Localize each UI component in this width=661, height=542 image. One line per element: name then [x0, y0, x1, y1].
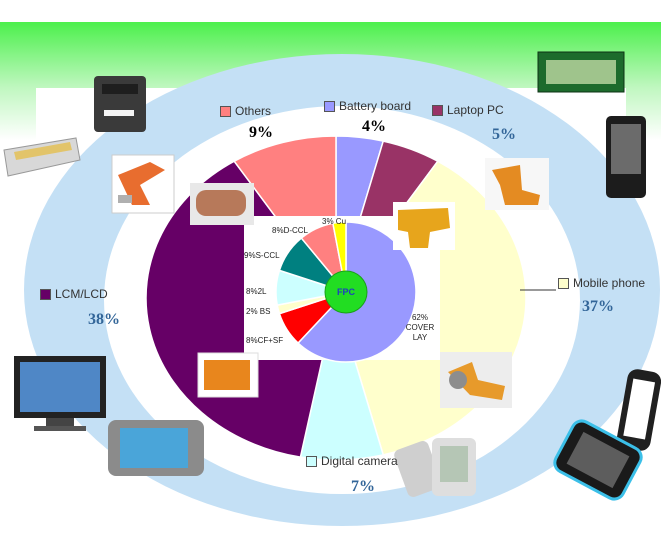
inner-pie-label-s-ccl: 9%S-CCL	[244, 251, 280, 260]
pct-laptop-pc: 5%	[492, 126, 516, 143]
inner-pie-center	[324, 270, 368, 314]
legend-swatch-others	[220, 105, 231, 117]
inner-pie-label-2l: 8%2L	[246, 287, 267, 296]
pct-digital-camera: 7%	[351, 478, 375, 495]
pct-others: 9%	[249, 124, 273, 141]
inner-pie-label-bs: 2% BS	[246, 307, 270, 316]
legend-swatch-lcm-lcd	[40, 288, 51, 300]
battery-photo	[94, 76, 146, 132]
legend-laptop-pc: Laptop PC	[432, 103, 504, 117]
legend-swatch-laptop-pc	[432, 104, 443, 116]
legend-label-battery-board: Battery board	[339, 99, 412, 113]
flex-ribbon-photo	[190, 183, 254, 225]
legend-swatch-mobile-phone	[558, 277, 569, 289]
legend-label-lcm-lcd: LCM/LCD	[55, 287, 108, 301]
phone-flat-photo	[553, 419, 643, 501]
phone-tall-photo	[616, 369, 661, 451]
legend-mobile-phone: Mobile phone	[558, 276, 645, 290]
legend-swatch-digital-camera	[306, 455, 317, 467]
legend-others: Others	[220, 104, 271, 118]
smartphone-photo	[606, 116, 646, 198]
connector-strip-photo	[3, 137, 81, 177]
laptop-flex-photo	[485, 158, 549, 210]
inner-pie-center-label: FPC	[337, 287, 356, 297]
legend-label-laptop-pc: Laptop PC	[447, 103, 504, 117]
inner-pie-label-d-ccl: 8%D-CCL	[272, 226, 309, 235]
legend-label-others: Others	[235, 104, 272, 118]
flex-cable-photo-left	[111, 154, 175, 214]
pct-mobile-phone: 37%	[582, 298, 614, 315]
orange-flex-photo-left	[197, 352, 259, 398]
lcd-module-photo	[537, 51, 625, 93]
yellow-flex-photo	[393, 202, 455, 250]
legend-label-mobile-phone: Mobile phone	[573, 276, 646, 290]
pda-photo	[394, 438, 476, 497]
legend-battery-board: Battery board	[324, 99, 411, 113]
pct-lcm-lcd: 38%	[88, 311, 120, 328]
inner-pie-label-cf-sf: 8%CF+SF	[246, 336, 283, 345]
legend-lcm-lcd: LCM/LCD	[40, 287, 108, 301]
legend-swatch-battery-board	[324, 100, 335, 112]
inner-pie-label-cu: 3% Cu	[322, 217, 346, 226]
monitor-photo	[14, 356, 106, 431]
legend-label-digital-camera: Digital camera	[321, 454, 398, 468]
gps-device-photo	[108, 420, 204, 476]
legend-digital-camera: Digital camera	[306, 454, 398, 468]
camera-flex-photo	[440, 352, 512, 408]
pct-battery-board: 4%	[362, 118, 386, 135]
